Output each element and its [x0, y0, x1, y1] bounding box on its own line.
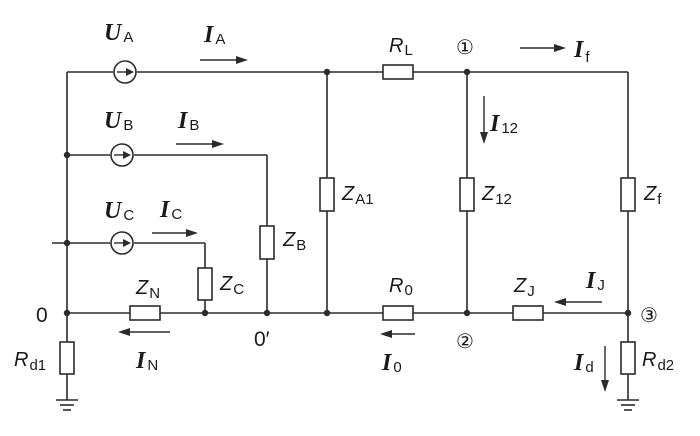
r0-resistor — [382, 305, 414, 321]
junction-dot — [63, 151, 71, 159]
node-0-prime-label: 0′ — [254, 328, 270, 351]
junction-dot — [201, 309, 209, 317]
junction-dot — [63, 309, 71, 317]
node-2-label: ② — [456, 329, 474, 353]
zf-impedance — [620, 177, 636, 212]
rl-resistor — [382, 64, 414, 80]
rd1-resistor — [59, 341, 75, 375]
zj-impedance — [512, 305, 544, 321]
source-a-icon — [113, 60, 137, 84]
zn-label: ZN — [135, 277, 160, 302]
rl-label: RL — [389, 35, 413, 59]
za1-impedance — [319, 177, 335, 212]
zb-label: ZB — [282, 229, 306, 254]
wires — [52, 71, 639, 411]
arrow-ia-icon — [200, 56, 248, 64]
arrow-ij-icon — [554, 298, 602, 306]
rd2-resistor — [620, 341, 636, 375]
junction-dot — [323, 68, 331, 76]
zb-impedance — [259, 225, 275, 260]
junction-dot — [323, 309, 331, 317]
components — [59, 60, 636, 375]
arrow-i12-icon — [480, 96, 488, 144]
arrow-i0-icon — [380, 330, 415, 338]
source-c-icon — [110, 231, 134, 255]
current-arrows — [118, 44, 609, 392]
arrow-if-icon — [520, 44, 566, 52]
junction-dot — [463, 309, 471, 317]
z12-label: Z12 — [481, 183, 512, 208]
junction-dot — [624, 309, 632, 317]
junction-dot — [63, 239, 71, 247]
zf-label: Zf — [643, 183, 662, 208]
source-b-icon — [110, 143, 134, 167]
za1-label: ZA1 — [341, 183, 374, 208]
rd1-label: Rd1 — [14, 349, 46, 374]
rd2-label: Rd2 — [642, 349, 674, 374]
arrow-in-icon — [118, 328, 170, 336]
zc-label: ZC — [219, 273, 244, 298]
junction-dot — [263, 309, 271, 317]
junctions — [63, 68, 632, 317]
zj-label: ZJ — [513, 275, 535, 300]
r0-label: R0 — [389, 275, 413, 299]
zc-impedance — [197, 267, 213, 301]
junction-dot — [463, 68, 471, 76]
node-1-label: ① — [456, 35, 474, 59]
arrow-id-icon — [601, 346, 609, 392]
node-0-label: 0 — [36, 304, 48, 327]
zn-impedance — [129, 305, 161, 321]
arrow-ib-icon — [176, 140, 224, 148]
z12-impedance — [459, 177, 475, 212]
node-3-label: ③ — [640, 303, 658, 327]
arrow-ic-icon — [152, 229, 198, 237]
